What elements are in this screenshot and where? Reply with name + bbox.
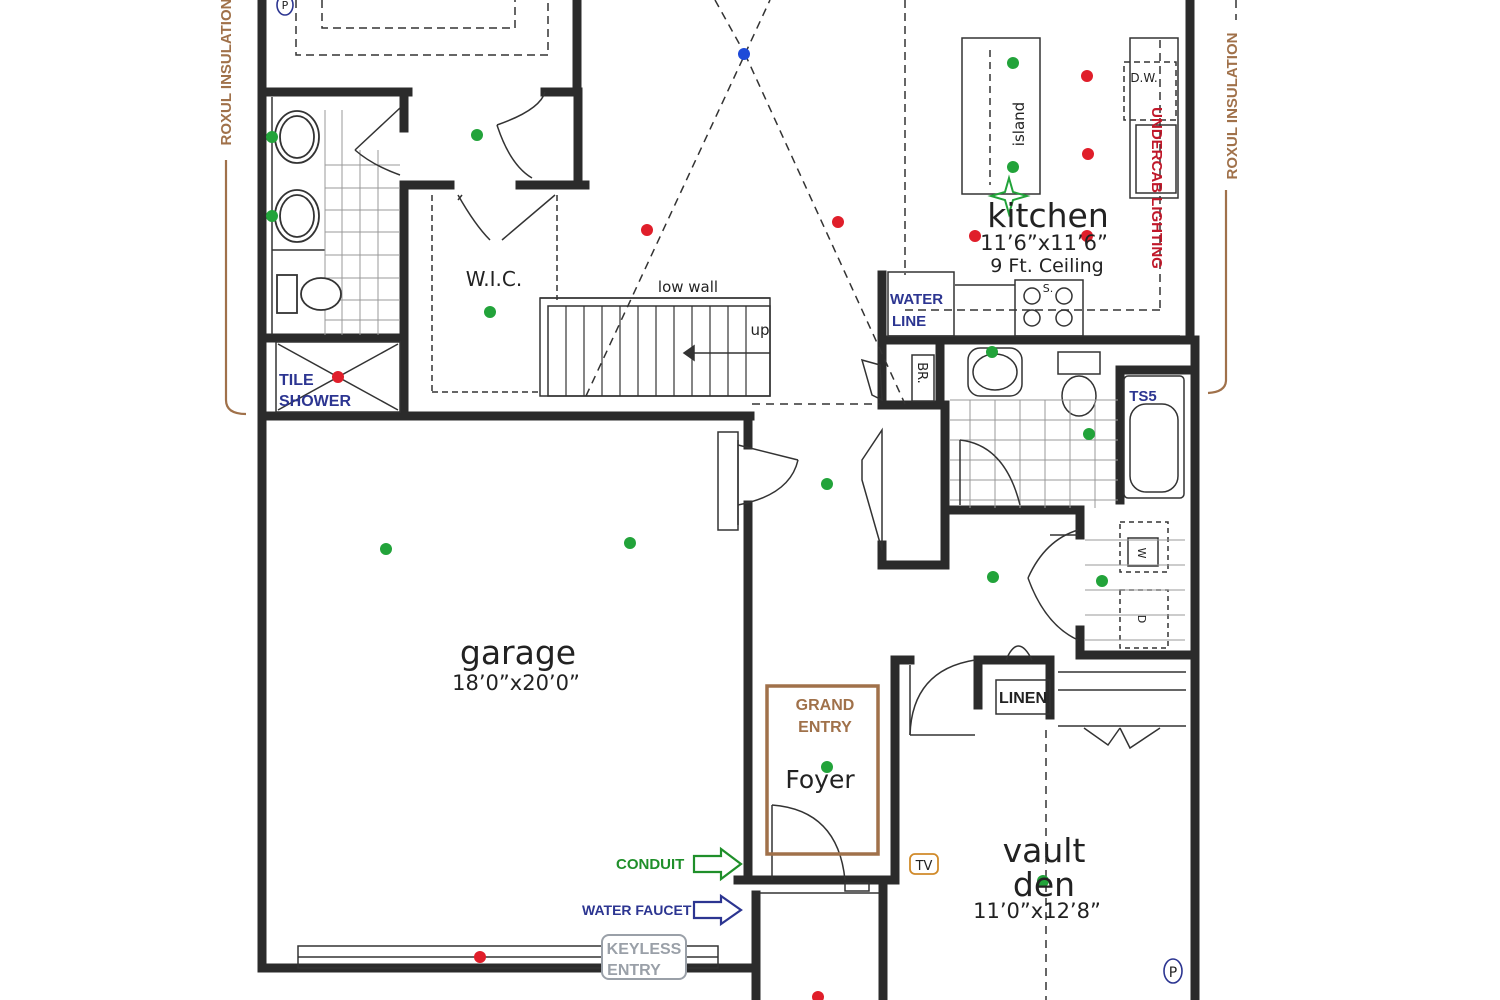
foyer-label: Foyer [785, 765, 855, 794]
stairs-up-label: up [750, 321, 769, 339]
keyless-entry-label-1: KEYLESS [607, 941, 682, 958]
red-marker-6 [1081, 230, 1093, 242]
conduit-arrow [692, 846, 743, 882]
green-marker-3 [266, 210, 278, 222]
green-marker-7 [986, 346, 998, 358]
kitchen-ceiling: 9 Ft. Ceiling [990, 255, 1103, 277]
insulation-brackets [224, 160, 1228, 416]
kitchen-label: kitchen [987, 196, 1109, 235]
water-line-label-1: WATER [890, 291, 943, 308]
ts5-label: TS5 [1129, 388, 1157, 405]
washer-label: W [1135, 548, 1148, 559]
grand-entry-box [765, 684, 880, 856]
grand-entry-label-1: GRAND [796, 697, 855, 714]
keyless-entry-label-2: ENTRY [607, 962, 661, 979]
island-label: island [1010, 102, 1028, 146]
red-marker-5 [969, 230, 981, 242]
dryer-label: D [1135, 615, 1148, 623]
red-marker-2 [1082, 148, 1094, 160]
red-marker-9 [812, 991, 824, 1000]
kitchen-size: 11’6”x11’6” [980, 231, 1108, 255]
red-marker-7 [332, 371, 344, 383]
tv-label: TV [915, 859, 933, 874]
green-marker-9 [821, 478, 833, 490]
dw-label: D.W. [1130, 71, 1157, 85]
red-marker-3 [641, 224, 653, 236]
green-marker-8 [1083, 428, 1095, 440]
water-faucet-label: WATER FAUCET [582, 902, 692, 918]
red-marker-8 [474, 951, 486, 963]
doors [354, 91, 1161, 750]
br-label: BR. [914, 362, 929, 384]
linen-label: LINEN [999, 690, 1047, 707]
tile-shower-label-1: TILE [279, 372, 314, 389]
grand-entry-label-2: ENTRY [798, 719, 852, 736]
green-marker-4 [484, 306, 496, 318]
keyless-entry-box [601, 934, 687, 980]
green-marker-6 [1007, 161, 1019, 173]
low-wall-label: low wall [658, 278, 718, 296]
panel-label-top: P [282, 0, 289, 12]
undercab-label: UNDERCAB LIGHTING [1148, 107, 1165, 269]
water-line-label-2: LINE [892, 313, 926, 330]
red-marker-1 [1081, 70, 1093, 82]
garage-label: garage [460, 633, 576, 672]
stove-label: S. [1043, 282, 1053, 295]
arrows [692, 846, 743, 927]
green-marker-2 [266, 131, 278, 143]
den-label-line1: vault [1003, 831, 1086, 870]
markers [266, 48, 1108, 1000]
garage-size: 18’0”x20’0” [452, 671, 580, 695]
green-marker-11 [624, 537, 636, 549]
wic-label: W.I.C. [466, 267, 522, 291]
water-faucet-arrow [692, 893, 743, 927]
green-marker-15 [1037, 875, 1049, 887]
green-marker-1 [471, 129, 483, 141]
walls [257, 0, 1200, 1000]
green-marker-10 [380, 543, 392, 555]
tile-shower-label-2: SHOWER [279, 393, 351, 410]
conduit-label: CONDUIT [616, 856, 684, 873]
tv-icon [909, 853, 939, 875]
green-marker-14 [821, 761, 833, 773]
green-star-icon [987, 174, 1031, 218]
green-marker-13 [1096, 575, 1108, 587]
roxul-right-label: ROXUL INSULATION [1224, 33, 1241, 180]
panel-icon [276, 0, 1183, 984]
green-marker-5 [1007, 57, 1019, 69]
den-size: 11’0”x12’8” [973, 899, 1101, 923]
green-marker-12 [987, 571, 999, 583]
panel-label-bottom: P [1169, 965, 1177, 981]
thin-lines [271, 0, 1237, 1000]
fixtures [274, 110, 342, 314]
den-label-line2: den [1013, 865, 1075, 904]
blue-marker-1 [738, 48, 750, 60]
red-marker-4 [832, 216, 844, 228]
roxul-left-label: ROXUL INSULATION [218, 0, 235, 145]
